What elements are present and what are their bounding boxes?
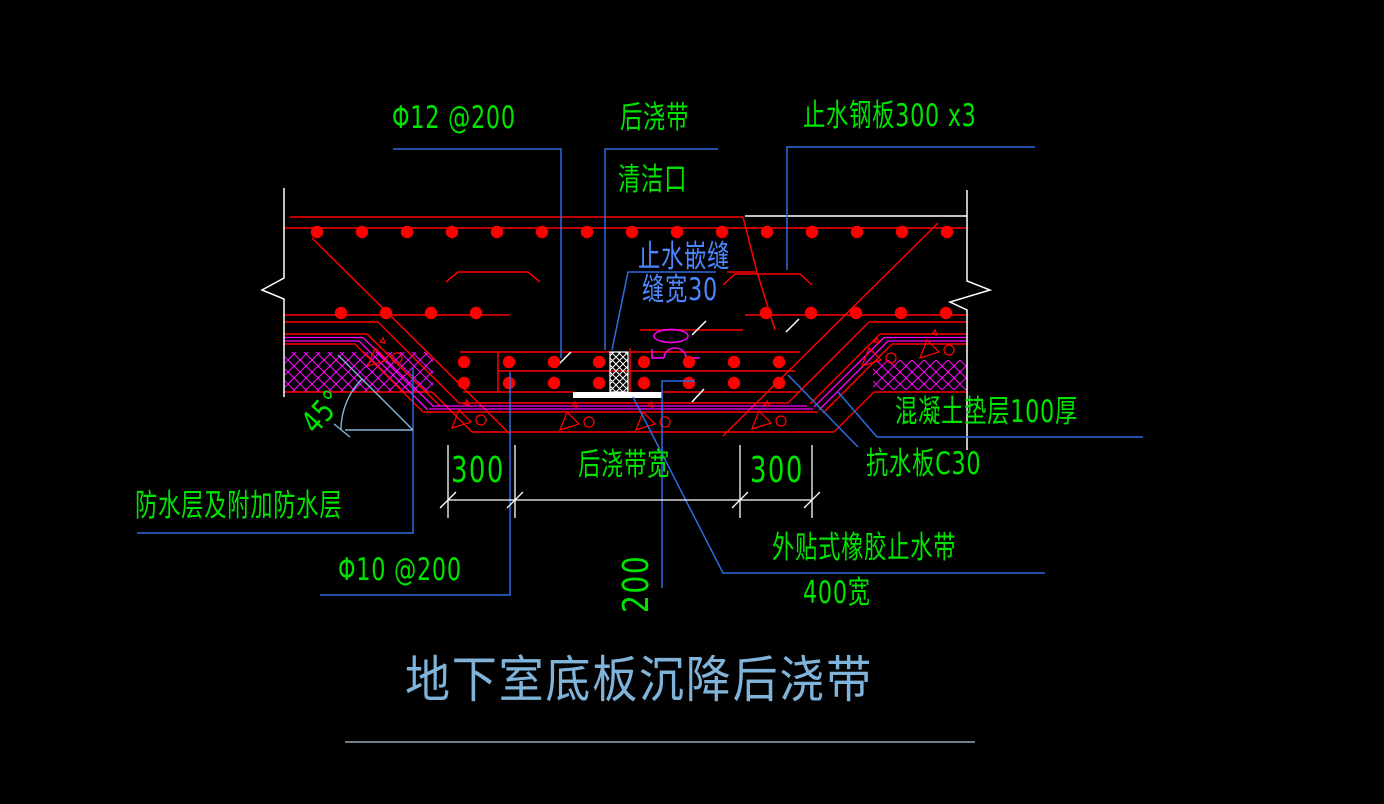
leader-waterproof [137, 368, 414, 534]
leader-bottom-rebar [320, 372, 511, 596]
label-waterproof: 防水层及附加防水层 [135, 488, 343, 524]
break-line-right [947, 190, 993, 450]
label-caulk-line1: 止水嵌缝 [638, 239, 731, 275]
label-slab: 抗水板C30 [866, 446, 982, 482]
dimension-lines [439, 445, 821, 518]
waterproof-hatch-right [873, 360, 967, 390]
label-top-rebar: Φ12 @200 [392, 100, 516, 136]
label-bottom-rebar: Φ10 @200 [338, 552, 462, 588]
label-waterstop-line1: 外贴式橡胶止水带 [772, 530, 957, 566]
break-line-left [260, 188, 285, 397]
drawing-title: 地下室底板沉降后浇带 [405, 651, 873, 709]
dimension-300-right: 300 [750, 450, 804, 491]
waterproof-lines-magenta [283, 336, 967, 411]
leader-steel-plate [786, 146, 1035, 270]
leader-strip [604, 148, 718, 350]
leader-slab [787, 374, 859, 448]
label-caulk-line2: 缝宽30 [642, 272, 718, 308]
slab-outline-red [283, 216, 967, 437]
label-cushion: 混凝土垫层100厚 [895, 394, 1079, 430]
leader-caulk [611, 271, 716, 351]
leader-top-rebar [393, 148, 562, 358]
leader-depth-200 [661, 380, 695, 588]
rebar-dots [310, 225, 954, 390]
label-strip: 后浇带 [620, 100, 690, 136]
waterproof-hatch-left [285, 352, 433, 392]
label-cleanout: 清洁口 [618, 162, 688, 198]
caulk-strip [609, 351, 629, 393]
dimension-300-left: 300 [451, 450, 505, 491]
leader-cushion [837, 391, 1143, 438]
white-lines [260, 188, 993, 450]
leader-lines [137, 146, 1143, 596]
label-waterstop-line2: 400宽 [803, 575, 871, 611]
dimension-strip-width: 后浇带宽 [578, 447, 671, 483]
leader-waterstop [632, 396, 1045, 574]
angle-dimension [333, 354, 414, 438]
label-steel-plate: 止水钢板300 x3 [803, 98, 977, 134]
rubber-waterstop-bar [573, 392, 662, 398]
dimension-200-depth: 200 [616, 554, 657, 613]
